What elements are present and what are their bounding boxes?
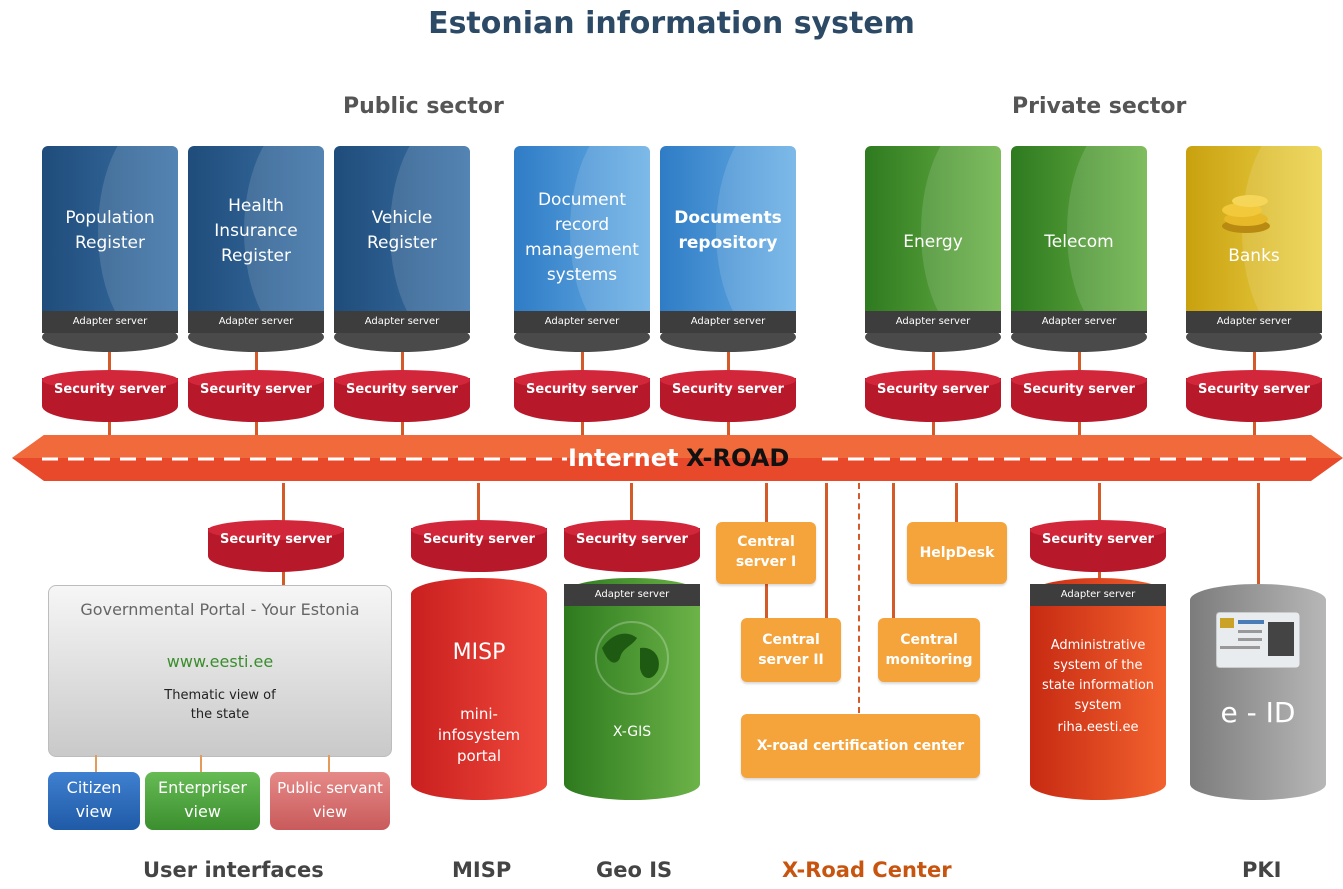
public-sector-heading: Public sector — [343, 94, 504, 119]
database-health-insurance-register: Health Insurance Register Adapter server — [188, 146, 324, 356]
administrative-system-cylinder: Adapter server Administrative system of … — [1030, 578, 1166, 804]
portal-title: Governmental Portal - Your Estonia — [80, 600, 360, 619]
database-document-record-management: Document record management systems Adapt… — [514, 146, 650, 356]
database-vehicle-register: Vehicle Register Adapter server — [334, 146, 470, 356]
adapter-server-label: Adapter server — [564, 584, 700, 606]
portal-description: Thematic view of the state — [164, 688, 276, 722]
globe-icon — [595, 621, 669, 695]
citizen-view-button[interactable]: Citizen view — [48, 772, 140, 830]
security-server: Security server — [1011, 370, 1147, 424]
portal-url-link[interactable]: www.eesti.ee — [166, 652, 274, 671]
database-banks: Banks Adapter server — [1186, 146, 1322, 356]
page-title: Estonian information system — [428, 6, 915, 41]
database-telecom: Telecom Adapter server — [1011, 146, 1147, 356]
administrative-system-label: Administrative system of the state infor… — [1041, 638, 1155, 713]
connector-line — [765, 584, 768, 620]
connector-line — [955, 483, 958, 523]
geo-name: X-GIS — [612, 724, 652, 740]
database-label: Documents repository — [674, 208, 782, 253]
xroad-bus — [12, 435, 1343, 481]
enterpriser-view-button[interactable]: Enterpriser view — [145, 772, 260, 830]
central-monitoring-box: Central monitoring — [878, 618, 980, 682]
database-energy: Energy Adapter server — [865, 146, 1001, 356]
connector-line — [477, 483, 480, 528]
security-server: Security server — [865, 370, 1001, 424]
security-server: Security server — [1186, 370, 1322, 424]
database-label: Telecom — [1044, 232, 1114, 252]
security-server: Security server — [188, 370, 324, 424]
bottom-label-misp: MISP — [452, 858, 512, 882]
security-server: Security server — [514, 370, 650, 424]
adapter-server-label: Adapter server — [334, 311, 470, 333]
database-label: Vehicle Register — [367, 208, 437, 253]
adapter-server-label: Adapter server — [660, 311, 796, 333]
database-label: Document record management systems — [525, 190, 639, 285]
connector-line — [825, 483, 828, 621]
administrative-system-url: riha.eesti.ee — [1057, 720, 1139, 735]
adapter-server-label: Adapter server — [42, 311, 178, 333]
central-server-1-box: Central server I — [716, 522, 816, 584]
geo-is-cylinder: Adapter server X-GIS — [564, 578, 700, 804]
misp-name: MISP — [452, 640, 506, 665]
private-sector-heading: Private sector — [1012, 94, 1187, 119]
misp-description: mini-infosystem portal — [437, 705, 521, 765]
connector-dashed-line — [858, 483, 860, 713]
security-server: Security server — [411, 520, 547, 574]
bottom-label-pki: PKI — [1242, 858, 1282, 882]
central-server-2-box: Central server II — [741, 618, 841, 682]
connector-line — [95, 755, 97, 773]
database-label: Energy — [903, 232, 963, 252]
connector-line — [630, 483, 633, 528]
helpdesk-box: HelpDesk — [907, 522, 1007, 584]
database-documents-repository: Documents repository Adapter server — [660, 146, 796, 356]
database-label: Population Register — [65, 208, 155, 253]
xroad-certification-center-box: X-road certification center — [741, 714, 980, 778]
security-server: Security server — [660, 370, 796, 424]
database-label: Banks — [1228, 246, 1280, 266]
pki-cylinder: e - ID — [1190, 584, 1326, 804]
connector-line — [1098, 560, 1101, 590]
governmental-portal-panel[interactable]: Governmental Portal - Your Estonia www.e… — [48, 585, 392, 757]
adapter-server-label: Adapter server — [1030, 584, 1166, 606]
public-servant-view-button[interactable]: Public servant view — [270, 772, 390, 830]
security-server: Security server — [208, 520, 344, 574]
adapter-server-label: Adapter server — [188, 311, 324, 333]
connector-line — [765, 483, 768, 523]
pki-label: e - ID — [1220, 696, 1296, 729]
adapter-server-label: Adapter server — [1011, 311, 1147, 333]
connector-line — [200, 755, 202, 773]
xroad-name-label: X-ROAD — [686, 444, 790, 472]
adapter-server-label: Adapter server — [1186, 311, 1322, 333]
adapter-server-label: Adapter server — [514, 311, 650, 333]
connector-line — [892, 483, 895, 621]
security-server: Security server — [564, 520, 700, 574]
security-server: Security server — [42, 370, 178, 424]
xroad-internet-label: Internet — [568, 444, 679, 472]
id-card-icon — [1216, 612, 1300, 668]
connector-line — [1098, 483, 1101, 528]
coins-icon — [1222, 195, 1270, 233]
misp-cylinder: MISP mini-infosystem portal — [411, 578, 547, 804]
database-label: Health Insurance Register — [214, 196, 298, 266]
connector-line — [1257, 483, 1260, 591]
security-server: Security server — [334, 370, 470, 424]
security-server: Security server — [1030, 520, 1166, 574]
bottom-label-xroad-center: X-Road Center — [782, 858, 952, 882]
database-population-register: Population Register Adapter server — [42, 146, 178, 356]
connector-line — [328, 755, 330, 773]
bottom-label-user-interfaces: User interfaces — [143, 858, 324, 882]
bottom-label-geo-is: Geo IS — [596, 858, 673, 882]
adapter-server-label: Adapter server — [865, 311, 1001, 333]
